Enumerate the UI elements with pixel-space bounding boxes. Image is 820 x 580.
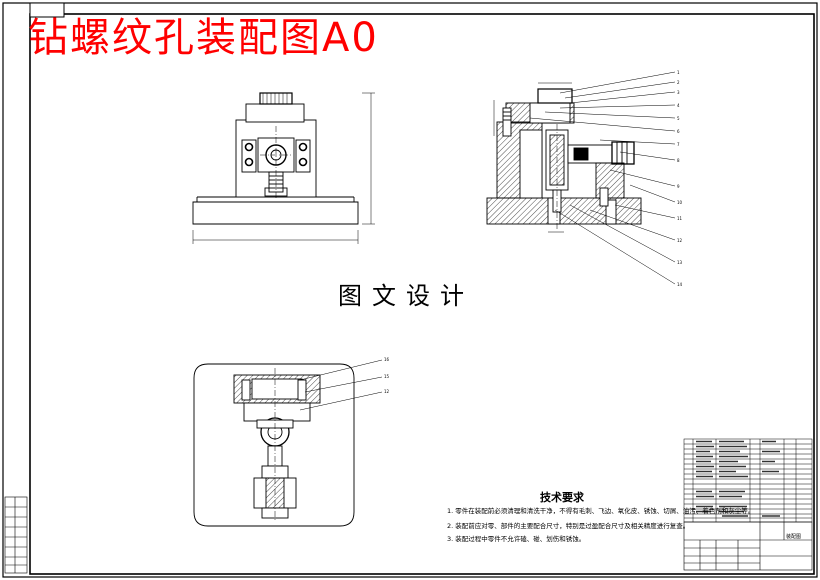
balloon-3: 3 bbox=[677, 90, 680, 95]
center-caption: 图文设计 bbox=[338, 282, 474, 310]
balloon-8: 8 bbox=[677, 158, 680, 163]
drawing-name-cell: 装配图 bbox=[786, 533, 801, 540]
tech-requirement-line: 2. 装配前应对零、部件的主要配合尺寸，特别是过盈配合尺寸及相关精度进行复查。 bbox=[447, 522, 690, 530]
balloon-1: 1 bbox=[677, 70, 680, 75]
balloon-12-lower: 12 bbox=[384, 389, 390, 394]
balloon-10: 10 bbox=[677, 200, 683, 205]
balloon-14: 14 bbox=[677, 282, 683, 287]
balloon-2: 2 bbox=[677, 80, 680, 85]
left-revision-strip bbox=[4, 496, 28, 574]
section-view bbox=[486, 71, 676, 285]
balloon-5: 5 bbox=[677, 116, 680, 121]
title-block bbox=[683, 521, 813, 571]
tech-requirements-title: 技术要求 bbox=[540, 491, 584, 504]
balloon-6: 6 bbox=[677, 129, 680, 134]
part-balloons: 1 2 3 4 5 6 7 8 9 10 11 12 13 14 bbox=[677, 70, 683, 287]
drawing-title: 钻螺纹孔装配图A0 bbox=[28, 15, 379, 61]
tech-requirement-line: 1. 零件在装配前必须清理和清洗干净，不得有毛刺、飞边、氧化皮、锈蚀、切屑、油污… bbox=[447, 507, 755, 515]
balloon-9: 9 bbox=[677, 184, 680, 189]
balloon-16: 16 bbox=[384, 357, 390, 362]
balloon-13: 13 bbox=[677, 260, 683, 265]
top-view bbox=[193, 359, 383, 527]
tech-requirement-line: 3. 装配过程中零件不允许磕、碰、划伤和锈蚀。 bbox=[447, 535, 586, 543]
balloon-4: 4 bbox=[677, 103, 680, 108]
balloon-7: 7 bbox=[677, 142, 680, 147]
front-view bbox=[192, 92, 375, 244]
balloon-12: 12 bbox=[677, 238, 683, 243]
lower-balloons: 16 15 12 bbox=[384, 357, 390, 394]
balloon-15: 15 bbox=[384, 374, 390, 379]
balloon-11: 11 bbox=[677, 216, 683, 221]
parts-list bbox=[683, 438, 813, 523]
